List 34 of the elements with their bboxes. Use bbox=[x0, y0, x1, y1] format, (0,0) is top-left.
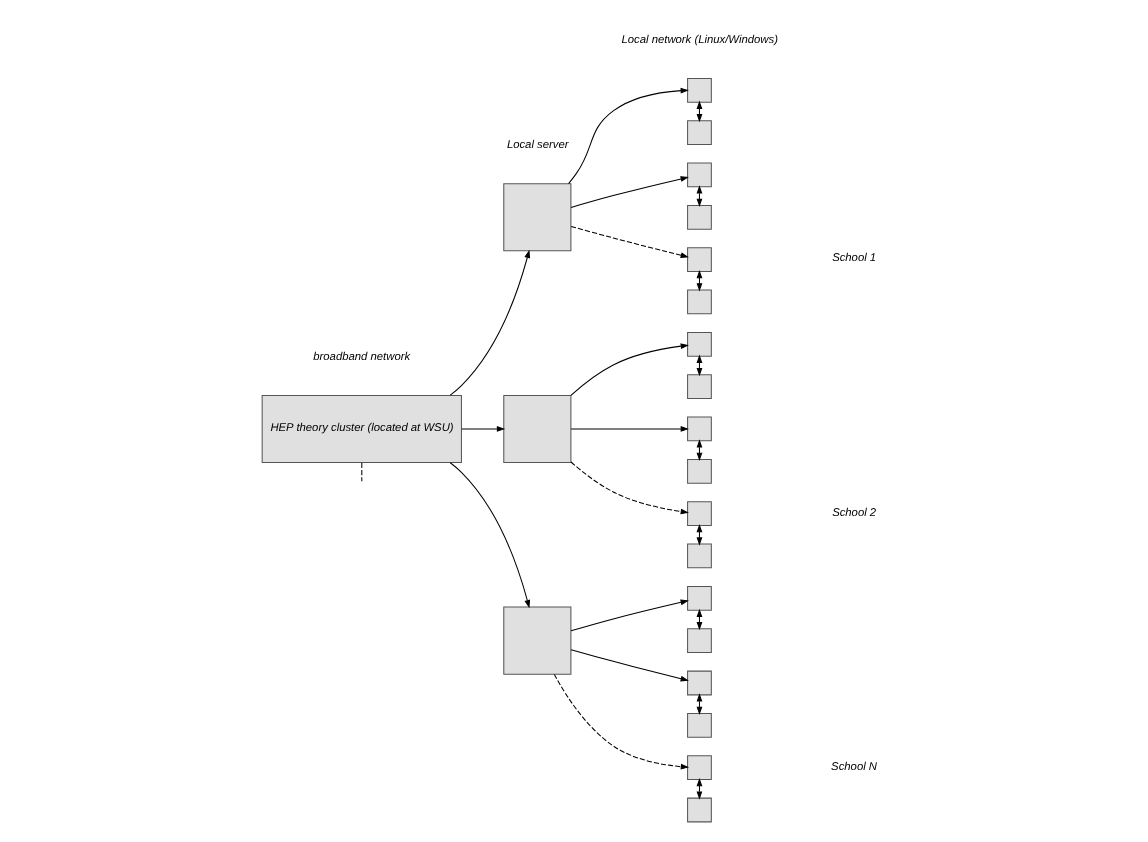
arrow bbox=[570, 175, 689, 207]
arrow bbox=[570, 648, 689, 681]
node-box bbox=[687, 711, 712, 737]
node-box bbox=[503, 393, 572, 463]
arrow bbox=[570, 224, 689, 258]
node-box bbox=[687, 669, 712, 695]
arrow bbox=[461, 425, 506, 431]
arrow bbox=[570, 598, 689, 631]
node-box bbox=[687, 796, 712, 822]
node-box bbox=[687, 373, 712, 399]
node-box bbox=[687, 246, 712, 271]
arrow bbox=[449, 248, 531, 395]
arrow bbox=[570, 425, 689, 431]
node-box bbox=[503, 182, 572, 251]
node-box bbox=[687, 627, 712, 653]
arrow bbox=[570, 342, 689, 395]
node-box bbox=[503, 605, 572, 674]
node-box bbox=[687, 119, 712, 144]
node-box bbox=[687, 457, 712, 483]
node-box bbox=[687, 76, 712, 102]
node-box bbox=[687, 330, 712, 356]
node-box bbox=[687, 161, 712, 187]
node-box bbox=[687, 754, 712, 780]
node-box bbox=[687, 203, 712, 229]
node-box bbox=[687, 415, 712, 441]
arrow bbox=[568, 86, 689, 184]
node-box bbox=[687, 288, 712, 314]
node-box bbox=[687, 500, 712, 526]
arrow bbox=[570, 460, 689, 514]
node-box bbox=[687, 542, 712, 568]
connector bbox=[361, 461, 363, 481]
node-box bbox=[687, 584, 712, 610]
arrow bbox=[553, 672, 690, 769]
arrow bbox=[449, 461, 531, 608]
